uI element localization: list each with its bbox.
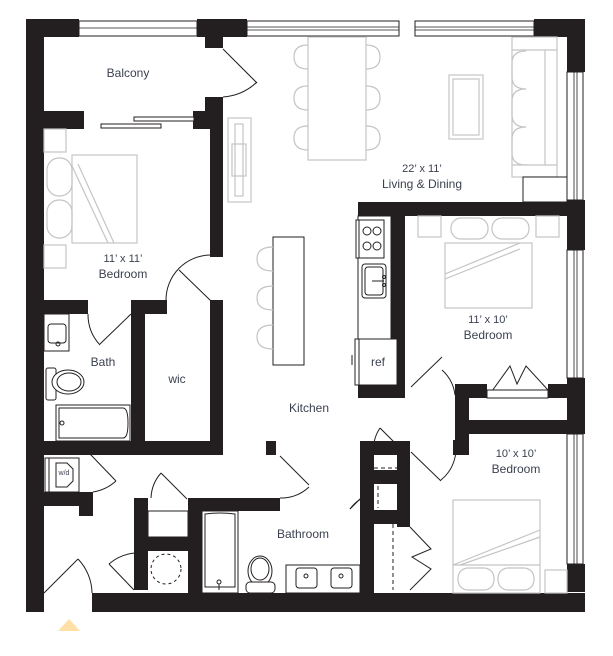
room-label-bath: Bath [91,355,116,370]
furniture [43,36,568,594]
room-label-bedroom-3: 10’ x 10’ Bedroom [492,447,541,477]
room-name: Bedroom [491,462,541,476]
fixture-label-washer-dryer: w/d [59,469,70,478]
fixtures [43,215,398,594]
room-dimensions: 10’ x 10’ [495,448,537,460]
washer-dryer-label: w/d [58,470,70,477]
refrigerator-label: ref [370,355,386,369]
room-name: Living & Dining [381,177,463,191]
room-name: wic [168,372,186,386]
room-name: Kitchen [288,401,330,415]
room-name: Bathroom [276,527,330,541]
fixture-label-refrigerator: ref [371,355,385,370]
room-name: Bedroom [98,267,148,281]
room-label-bedroom-2: 11’ x 10’ Bedroom [464,313,513,343]
room-label-kitchen: Kitchen [289,401,329,416]
room-name: Balcony [106,66,150,80]
room-label-wic: wic [168,372,185,387]
room-dimensions: 22’ x 11’ [402,163,442,175]
walls [26,19,585,612]
room-dimensions: 11’ x 11’ [103,253,143,265]
entry-arrow-icon [58,619,80,631]
room-label-balcony: Balcony [107,66,150,81]
room-label-bedroom-1: 11’ x 11’ Bedroom [99,252,148,282]
room-dimensions: 11’ x 10’ [468,314,508,326]
room-label-living-dining: 22’ x 11’ Living & Dining [382,162,462,192]
room-name: Bath [90,355,116,369]
doors [43,48,549,594]
room-label-bathroom: Bathroom [277,527,329,542]
room-name: Bedroom [463,328,513,342]
